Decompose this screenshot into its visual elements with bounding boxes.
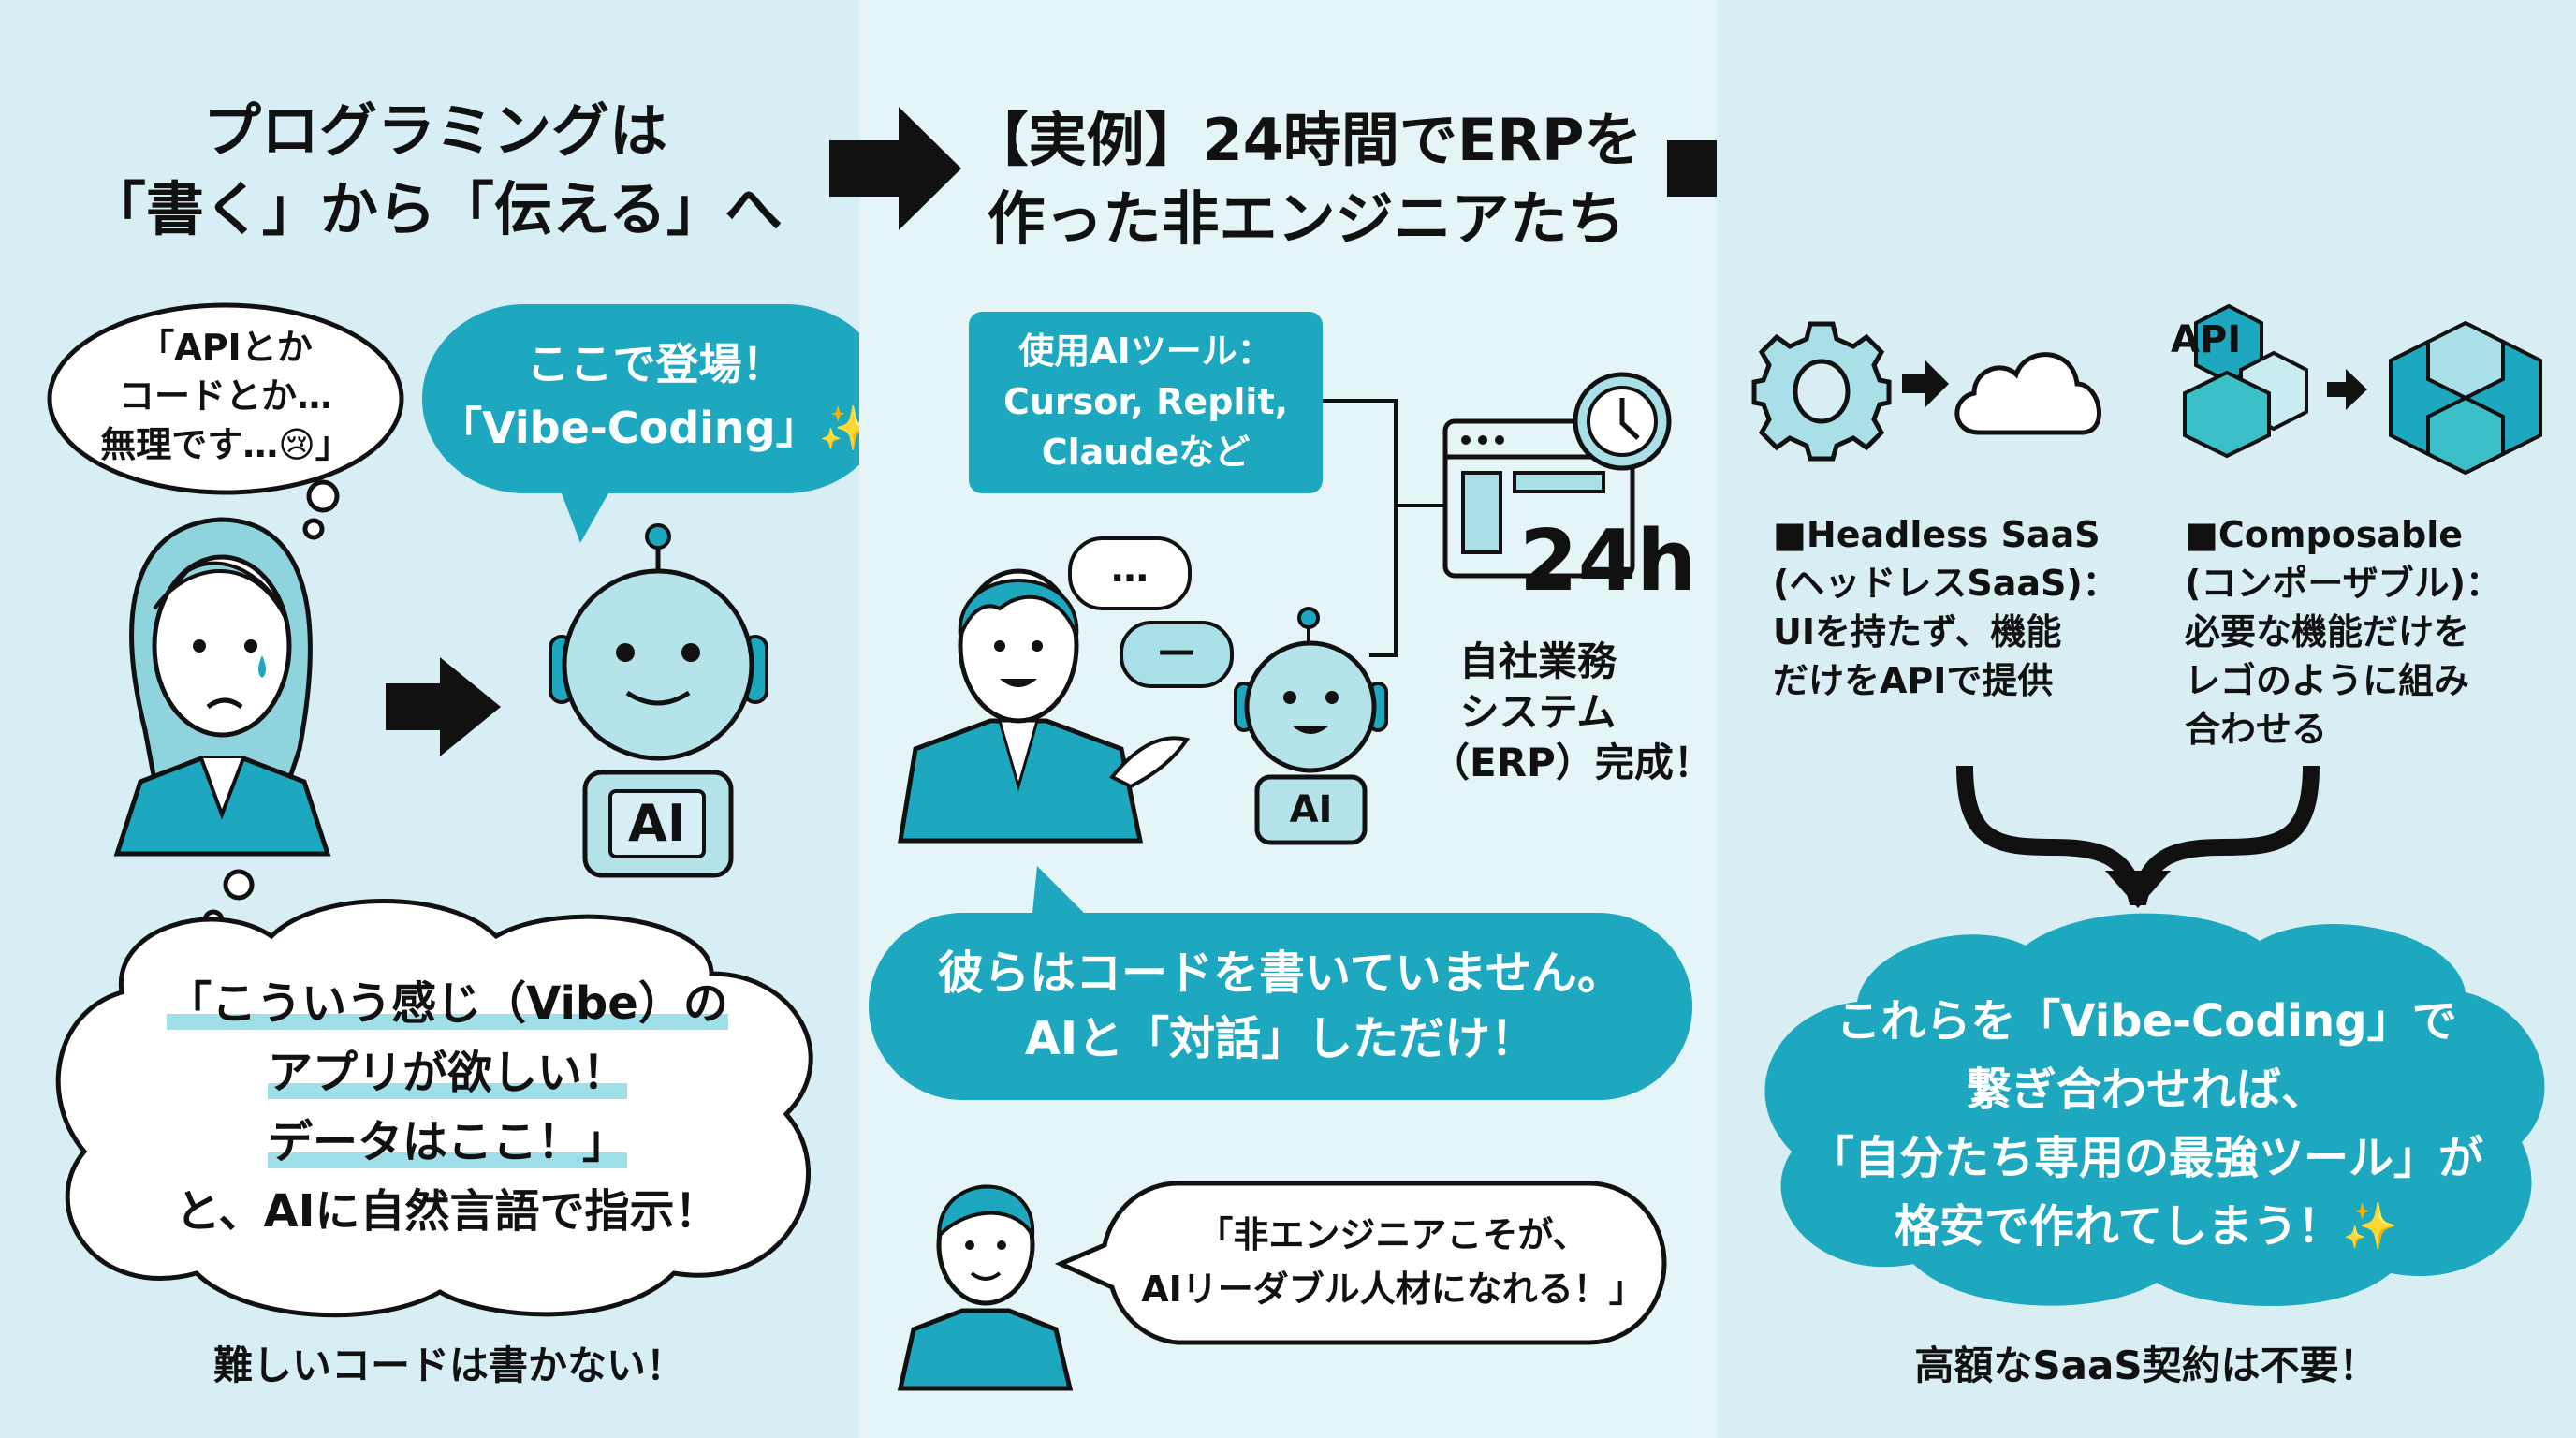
bubble-line: AIと「対話」しただけ！ [1024, 1012, 1537, 1065]
arrow-right-icon [2327, 369, 2367, 410]
title-line: 【実例】24時間でERPを [970, 106, 1643, 174]
panel2-illustrations [869, 312, 1692, 1391]
lego-blocks-icon [2183, 303, 2308, 459]
cloud-line: 繋ぎ合わせれば、 [1966, 1064, 2326, 1116]
24-hours-label: 24h [1519, 512, 1697, 610]
ai-tools-text: 使用AIツール： Cursor, Replit, Claudeなど [969, 326, 1323, 477]
arrow-right-icon [386, 657, 501, 756]
tools-line: 使用AIツール： [1018, 330, 1273, 372]
cloud-line: 格安で作れてしまう！✨ [1894, 1200, 2399, 1253]
erp-line: システム [1459, 689, 1617, 735]
robot-ai-label: AI [1289, 788, 1333, 831]
businessman-illustration [898, 568, 1191, 844]
erp-line: （ERP）完成！ [1430, 740, 1713, 785]
composable-line: ■Composable [2185, 514, 2464, 555]
robot-illustration [549, 523, 768, 878]
vibe-coding-combine-text: これらを「Vibe-Coding」で 繋ぎ合わせれば、 「自分たち専用の最強ツー… [1735, 988, 2557, 1261]
composable-description: ■Composable (コンポーザブル)： 必要な機能だけを レゴのように組み… [2185, 510, 2501, 754]
title-line: 作った非エンジニアたち [987, 184, 1626, 253]
bubble-line: 彼らはコードを書いていません。 [937, 946, 1624, 1000]
cloud-line: データはここ！」 [267, 1116, 627, 1168]
bubble-line: 「Vibe-Coding」✨ [439, 403, 872, 453]
teal-rounded-bubble [869, 866, 1692, 1100]
quote-speech-bubble [1054, 1181, 1667, 1345]
cloud-line: と、AIに自然言語で指示！ [175, 1185, 720, 1238]
api-label: API [2171, 318, 2242, 361]
chat-bubbles-icon [1068, 536, 1234, 688]
composable-line: 合わせる [2185, 709, 2328, 750]
erp-complete-text: 自社業務 システム （ERP）完成！ [1430, 637, 1713, 788]
teal-cloud-shape [1764, 913, 2545, 1306]
quote-line: 「非エンジニアこそが、 [1197, 1214, 1588, 1255]
chat-dots: … [1111, 548, 1149, 591]
cloud-line: 「自分たち専用の最強ツール」が [1808, 1132, 2483, 1184]
browser-clock-icon [1442, 372, 1672, 579]
worried-thought-text: 「APIとか コードとか… 無理です…😢」 [50, 323, 402, 469]
composable-line: (コンポーザブル)： [2185, 563, 2501, 604]
cloud-line: これらを「Vibe-Coding」で [1836, 995, 2457, 1048]
robot-ai-label: AI [628, 794, 686, 853]
erp-line: 自社業務 [1458, 638, 1617, 684]
arrow-right-icon [829, 107, 961, 230]
thought-line: コードとか… [118, 375, 332, 417]
composable-line: レゴのように組み [2185, 660, 2470, 701]
title-line: 「書く」から「伝える」へ [87, 175, 783, 243]
ai-readable-quote: 「非エンジニアこそが、 AIリーダブル人材になれる！」 [1103, 1208, 1683, 1316]
cloud-icon [1954, 352, 2101, 435]
small-businessman-illustration [897, 1184, 1074, 1391]
thought-line: 「APIとか [139, 327, 313, 368]
robot-illustration [1234, 607, 1388, 845]
headless-line: UIを持たず、機能 [1773, 611, 2062, 653]
dialogue-only-text: 彼らはコードを書いていません。 AIと「対話」しただけ！ [869, 941, 1692, 1072]
panel3-illustrations [1751, 303, 2545, 1306]
composable-line: 必要な機能だけを [2185, 611, 2470, 653]
panel3-footer: 高額なSaaS契約は不要！ [1914, 1343, 2378, 1388]
brace-point [2105, 871, 2171, 908]
teal-speech-bubble [421, 304, 889, 543]
panel1-title: プログラミングは 「書く」から「伝える」へ [0, 92, 871, 249]
thought-line: 無理です…😢」 [100, 424, 351, 465]
worried-woman-illustration [113, 517, 331, 857]
arrow-right-icon [1902, 360, 1949, 408]
gear-icon [1751, 321, 1892, 462]
panel2-title: 【実例】24時間でERPを 作った非エンジニアたち [859, 101, 1753, 258]
title-line: プログラミングは [202, 96, 667, 165]
vibe-coding-intro-text: ここで登場！ 「Vibe-Coding」✨ [424, 332, 887, 460]
chat-dash: — [1158, 629, 1195, 672]
tools-line: Claudeなど [1041, 432, 1251, 473]
panel-erp-example: 【実例】24時間でERPを 作った非エンジニアたち [859, 0, 1717, 1438]
headless-line: だけをAPIで提供 [1773, 660, 2054, 701]
headless-line: (ヘッドレスSaaS)： [1773, 563, 2118, 604]
cloud-line: アプリが欲しい！ [267, 1047, 627, 1099]
assembled-lego-icon [2389, 320, 2542, 476]
connector-lines [1323, 399, 1445, 657]
panel-headless-composable: API ■Headless SaaS (ヘッドレスSaaS)： UIを持たず、機… [1717, 0, 2576, 1438]
panel1-footer: 難しいコードは書かない！ [212, 1343, 685, 1388]
cloud-line: 「こういう感じ（Vibe）の [167, 977, 728, 1030]
headless-saas-description: ■Headless SaaS (ヘッドレスSaaS)： UIを持たず、機能 だけ… [1773, 510, 2118, 705]
bubble-line: ここで登場！ [526, 339, 785, 389]
quote-line: AIリーダブル人材になれる！」 [1141, 1269, 1645, 1310]
tools-line: Cursor, Replit, [1003, 381, 1289, 422]
natural-language-instruction-text: 「こういう感じ（Vibe）の アプリが欲しい！ データはここ！」 と、AIに自然… [57, 969, 838, 1246]
headless-line: ■Headless SaaS [1773, 514, 2100, 555]
tools-box [969, 312, 1323, 493]
panel-writing-to-telling: プログラミングは 「書く」から「伝える」へ [0, 0, 889, 1438]
